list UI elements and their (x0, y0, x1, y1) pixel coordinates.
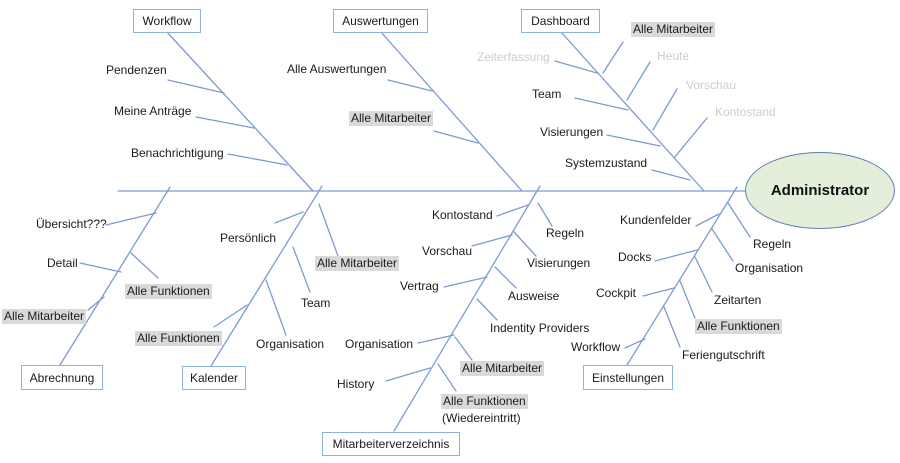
label-abrechnung-detail: Detail (47, 256, 78, 270)
label-dashboard-zeiterfassung: Zeiterfassung (477, 50, 550, 64)
label-mv-identity-providers: Indentity Providers (490, 321, 590, 335)
ribs-einstellungen (624, 202, 751, 349)
ribs-dashboard (554, 41, 708, 181)
label-kalender-alle-mitarbeiter: Alle Mitarbeiter (315, 256, 400, 271)
label-abrechnung-uebersicht: Übersicht??? (36, 217, 107, 231)
label-einstellungen-zeitarten: Zeitarten (714, 293, 762, 307)
label-workflow-pendenzen: Pendenzen (106, 63, 167, 77)
branch-box-dashboard: Dashboard (521, 9, 600, 33)
branch-box-auswertungen: Auswertungen (333, 9, 428, 33)
label-einstellungen-regeln: Regeln (753, 237, 792, 251)
label-mv-alle-funktionen: Alle Funktionen (441, 394, 528, 409)
spine-workflow (166, 31, 314, 192)
spine-abrechnung (59, 186, 171, 366)
label-mv-visierungen: Visierungen (527, 256, 591, 270)
branch-box-kalender: Kalender (182, 366, 246, 390)
label-mv-history: History (337, 377, 375, 391)
label-dashboard-kontostand: Kontostand (715, 105, 776, 119)
label-einstellungen-cockpit: Cockpit (596, 286, 637, 300)
label-workflow-benachrichtigung: Benachrichtigung (131, 146, 224, 160)
label-abrechnung-alle-funktionen: Alle Funktionen (125, 284, 212, 299)
label-einstellungen-workflow: Workflow (571, 340, 621, 354)
head-ellipse-administrator: Administrator (745, 152, 895, 229)
label-mv-regeln: Regeln (546, 226, 585, 240)
label-einstellungen-feriengutschrift: Feriengutschrift (682, 348, 765, 362)
label-mv-vorschau: Vorschau (422, 244, 473, 258)
label-workflow-meine-antraege: Meine Anträge (114, 104, 192, 118)
label-auswertungen-alle-mitarbeiter: Alle Mitarbeiter (349, 111, 434, 126)
spine-mitarbeiterverzeichnis (393, 185, 541, 432)
label-einstellungen-alle-funktionen: Alle Funktionen (695, 319, 782, 334)
spine-kalender (210, 185, 323, 367)
branch-box-abrechnung: Abrechnung (21, 365, 103, 390)
branch-box-einstellungen: Einstellungen (583, 365, 673, 390)
ribs-kalender (213, 203, 339, 336)
label-einstellungen-organisation: Organisation (735, 261, 804, 275)
label-abrechnung-alle-mitarbeiter: Alle Mitarbeiter (2, 309, 87, 324)
label-dashboard-heute: Heute (657, 49, 690, 63)
label-kalender-organisation: Organisation (256, 337, 325, 351)
spine-dashboard (560, 31, 705, 192)
ribs-workflow (167, 79, 288, 166)
ribs-auswertungen (387, 79, 479, 144)
label-mv-ausweise: Ausweise (508, 289, 560, 303)
label-dashboard-systemzustand: Systemzustand (565, 156, 648, 170)
branch-box-workflow: Workflow (133, 9, 201, 33)
ribs-mitarbeiterverzeichnis (385, 202, 553, 392)
label-mv-organisation: Organisation (345, 337, 414, 351)
spine-einstellungen (626, 186, 738, 366)
label-kalender-alle-funktionen: Alle Funktionen (135, 331, 222, 346)
label-kalender-team: Team (301, 296, 331, 310)
label-kalender-persoenlich: Persönlich (220, 231, 277, 245)
spine-auswertungen (380, 31, 523, 192)
label-mv-wiedereintritt: (Wiedereintritt) (442, 411, 521, 425)
label-mv-alle-mitarbeiter: Alle Mitarbeiter (460, 361, 545, 376)
label-dashboard-visierungen: Visierungen (540, 125, 604, 139)
label-dashboard-team: Team (532, 87, 562, 101)
label-dashboard-vorschau: Vorschau (686, 78, 737, 92)
branch-box-mitarbeiterverzeichnis: Mitarbeiterverzeichnis (322, 432, 460, 456)
label-auswertungen-alle-auswertungen: Alle Auswertungen (287, 62, 387, 76)
label-dashboard-alle-mitarbeiter: Alle Mitarbeiter (631, 22, 716, 37)
label-mv-kontostand: Kontostand (432, 208, 493, 222)
ribs-abrechnung (79, 212, 159, 311)
label-einstellungen-kundenfelder: Kundenfelder (620, 213, 692, 227)
label-einstellungen-docks: Docks (618, 250, 652, 264)
label-mv-vertrag: Vertrag (400, 279, 439, 293)
